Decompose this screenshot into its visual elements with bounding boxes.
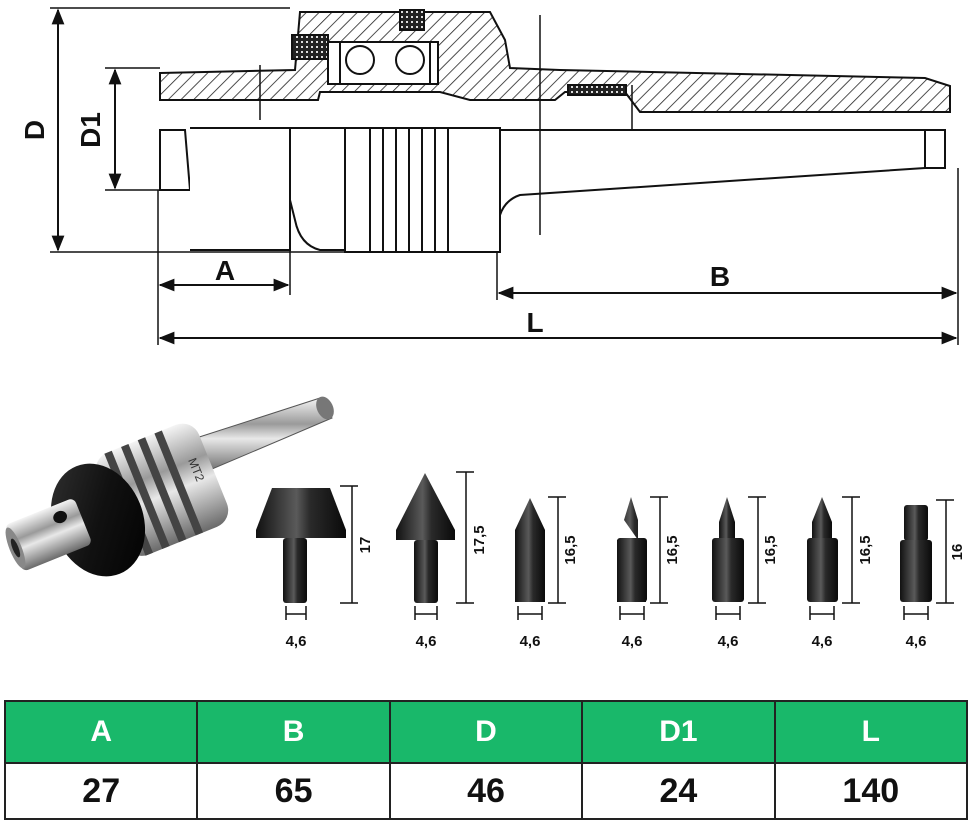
spec-table: A B D D1 L 27 65 46 24 140	[3, 700, 969, 820]
dim-label-d1: D1	[75, 112, 106, 148]
tip-5-height: 16,5	[762, 535, 779, 564]
live-center-product-image: MT2	[5, 396, 334, 577]
tip-2-shaft: 4,6	[416, 633, 437, 650]
seal-knurl-top	[399, 9, 425, 31]
tip-1-height: 17	[357, 537, 374, 554]
tip-6	[807, 496, 860, 620]
bearing-ball	[395, 45, 425, 75]
seal-knurl-left	[291, 34, 329, 60]
tip-6-shaft: 4,6	[812, 633, 833, 650]
header-a: A	[3, 700, 199, 764]
dim-label-l: L	[526, 307, 543, 338]
tip-5	[712, 496, 766, 620]
value-a: 27	[3, 762, 199, 820]
header-d1: D1	[581, 700, 776, 764]
tip-4-height: 16,5	[664, 535, 681, 564]
header-d: D	[388, 700, 584, 764]
value-l: 140	[773, 762, 969, 820]
tip-1	[256, 485, 358, 620]
dim-label-a: A	[215, 255, 235, 286]
spec-table-header-row: A B D D1 L	[3, 700, 969, 764]
tip-4	[617, 496, 668, 620]
tip-7-shaft: 4,6	[906, 633, 927, 650]
seal-knurl-right	[567, 84, 627, 96]
value-d1: 24	[581, 762, 776, 820]
tip-4-shaft: 4,6	[622, 633, 643, 650]
tip-6-height: 16,5	[857, 535, 874, 564]
dim-label-b: B	[710, 261, 730, 292]
tip-5-shaft: 4,6	[718, 633, 739, 650]
tip-1-shaft: 4,6	[286, 633, 307, 650]
housing-section	[159, 11, 951, 113]
tip-7	[900, 499, 954, 620]
tip-2	[396, 471, 474, 620]
tip-2-height: 17,5	[471, 525, 488, 554]
tip-3-shaft: 4,6	[520, 633, 541, 650]
tip-7-height: 16	[949, 544, 966, 561]
header-l: L	[773, 700, 969, 764]
live-center-section-view	[50, 7, 959, 345]
technical-drawing: D D1 A B L MT2	[5, 7, 966, 650]
value-b: 65	[196, 762, 391, 820]
dim-label-d: D	[19, 120, 50, 140]
spindle-outline	[159, 129, 192, 191]
value-d: 46	[388, 762, 584, 820]
tip-3-height: 16,5	[562, 535, 579, 564]
knurl-ribs	[369, 128, 449, 252]
spec-table-value-row: 27 65 46 24 140	[3, 762, 969, 820]
taper-shank	[499, 129, 946, 216]
tip-3	[515, 496, 566, 620]
header-b: B	[196, 700, 391, 764]
bearing-ball	[345, 45, 375, 75]
